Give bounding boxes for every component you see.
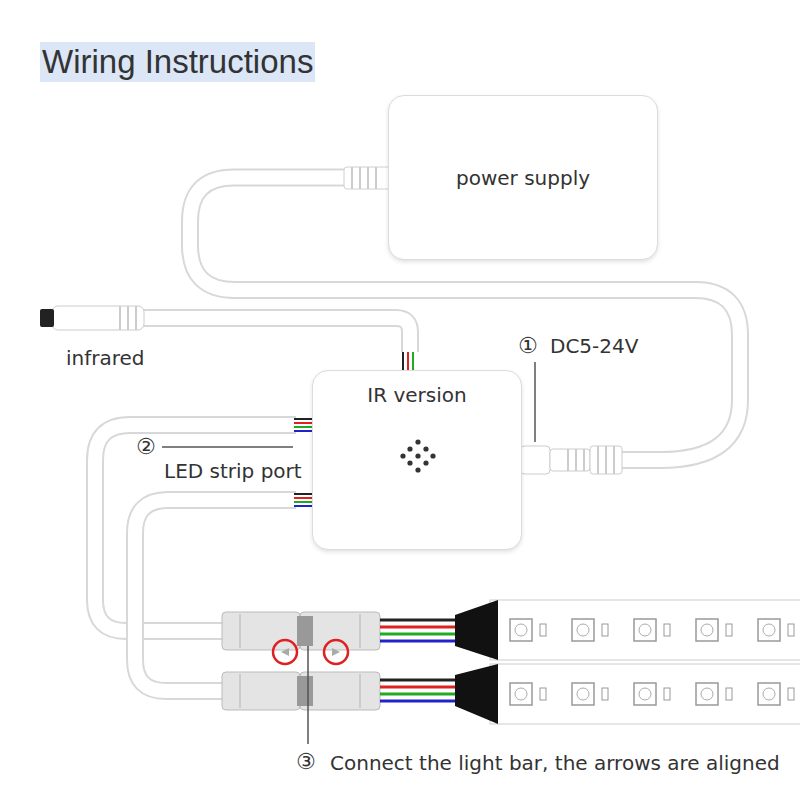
port-wires bbox=[294, 418, 314, 420]
dc-plug bbox=[605, 446, 607, 474]
strip-connector bbox=[359, 674, 361, 708]
infrared-sensor bbox=[119, 306, 121, 330]
leader-line bbox=[162, 362, 535, 744]
strip-cable bbox=[95, 425, 296, 631]
dc-plug bbox=[520, 446, 622, 474]
speaker-dot bbox=[423, 460, 428, 465]
infrared-sensor bbox=[40, 306, 144, 330]
strip-connector bbox=[222, 612, 380, 710]
part-label: LED strip port bbox=[164, 459, 302, 483]
psu-strain-relief bbox=[359, 167, 361, 189]
leader-line bbox=[162, 446, 293, 448]
dc-plug bbox=[590, 446, 622, 474]
node-text: power supply bbox=[456, 166, 590, 190]
alignment-mark bbox=[281, 648, 289, 656]
part-label: infrared bbox=[66, 346, 145, 370]
led-strip bbox=[490, 600, 800, 660]
psu-strain-relief bbox=[375, 167, 377, 189]
dc-plug bbox=[550, 449, 590, 471]
infrared-sensor bbox=[52, 306, 144, 330]
heat-shrink bbox=[455, 600, 498, 724]
strip-connector bbox=[297, 676, 313, 706]
callout-number: ③ bbox=[296, 749, 316, 775]
speaker-dot bbox=[415, 439, 420, 444]
port-wires bbox=[294, 422, 314, 424]
dc-plug bbox=[597, 446, 599, 474]
dc-plug bbox=[613, 446, 615, 474]
strip-wires bbox=[380, 640, 458, 643]
port-wires bbox=[294, 493, 314, 495]
strip-wires bbox=[380, 633, 458, 636]
controller-box: IR version bbox=[312, 370, 522, 550]
infrared-cable bbox=[402, 352, 404, 370]
strip-connector bbox=[297, 616, 313, 646]
strip-wires bbox=[380, 620, 458, 701]
alignment-mark bbox=[332, 648, 340, 656]
infrared-cable bbox=[407, 352, 409, 370]
led-strip bbox=[490, 664, 800, 724]
voltage-label: DC5-24V bbox=[550, 334, 638, 358]
heat-shrink bbox=[455, 600, 498, 660]
heat-shrink bbox=[455, 664, 498, 724]
psu-strain-relief bbox=[344, 167, 390, 189]
speaker-dot bbox=[423, 446, 428, 451]
alignment-mark bbox=[273, 640, 297, 664]
infrared-sensor bbox=[135, 306, 137, 330]
port-wires bbox=[294, 505, 314, 507]
infrared-cable bbox=[140, 318, 413, 370]
speaker-dot bbox=[415, 453, 420, 458]
strip-connector bbox=[359, 614, 361, 648]
infrared-cable bbox=[140, 318, 410, 352]
speaker-dot bbox=[415, 467, 420, 472]
dc-plug bbox=[567, 449, 569, 471]
port-wires bbox=[294, 430, 314, 432]
port-wires bbox=[294, 501, 314, 503]
speaker-dot bbox=[430, 453, 435, 458]
psu-strain-relief bbox=[351, 167, 353, 189]
dc-plug bbox=[583, 449, 585, 471]
strip-cable bbox=[135, 500, 296, 691]
infrared-cable bbox=[140, 318, 410, 352]
title: Wiring Instructions bbox=[40, 42, 315, 82]
psu-strain-relief bbox=[344, 167, 390, 189]
strip-connector bbox=[239, 614, 241, 648]
strip-connector bbox=[222, 672, 300, 710]
infrared-sensor bbox=[40, 309, 54, 327]
power-supply-box: power supply bbox=[388, 95, 658, 260]
strip-wires bbox=[380, 693, 458, 696]
speaker-dot bbox=[407, 446, 412, 451]
strip-wires bbox=[380, 679, 458, 682]
callout-number: ② bbox=[136, 434, 156, 460]
speaker-dots bbox=[398, 436, 438, 476]
strip-wires bbox=[380, 626, 458, 629]
strip-wires bbox=[380, 619, 458, 622]
strip-wires bbox=[380, 700, 458, 703]
port-wires bbox=[294, 497, 314, 499]
psu-strain-relief bbox=[367, 167, 369, 189]
led-strip bbox=[490, 600, 800, 724]
speaker-dot bbox=[407, 460, 412, 465]
leader-line bbox=[534, 362, 536, 442]
callout-number: ① bbox=[518, 333, 538, 359]
dc-plug bbox=[520, 446, 550, 474]
strip-wires bbox=[380, 686, 458, 689]
instruction-label: Connect the light bar, the arrows are al… bbox=[330, 751, 780, 775]
port-wires bbox=[294, 426, 314, 428]
strip-connector bbox=[239, 674, 241, 708]
leader-line bbox=[307, 646, 309, 744]
strip-connector bbox=[222, 612, 300, 650]
infrared-cable bbox=[412, 352, 414, 370]
strip-cable bbox=[135, 500, 296, 691]
dc-plug bbox=[575, 449, 577, 471]
speaker-dot bbox=[400, 453, 405, 458]
strip-cable bbox=[95, 425, 296, 631]
alignment-mark bbox=[324, 640, 348, 664]
node-text: IR version bbox=[367, 383, 466, 407]
alignment-mark bbox=[273, 640, 348, 664]
infrared-sensor bbox=[127, 306, 129, 330]
